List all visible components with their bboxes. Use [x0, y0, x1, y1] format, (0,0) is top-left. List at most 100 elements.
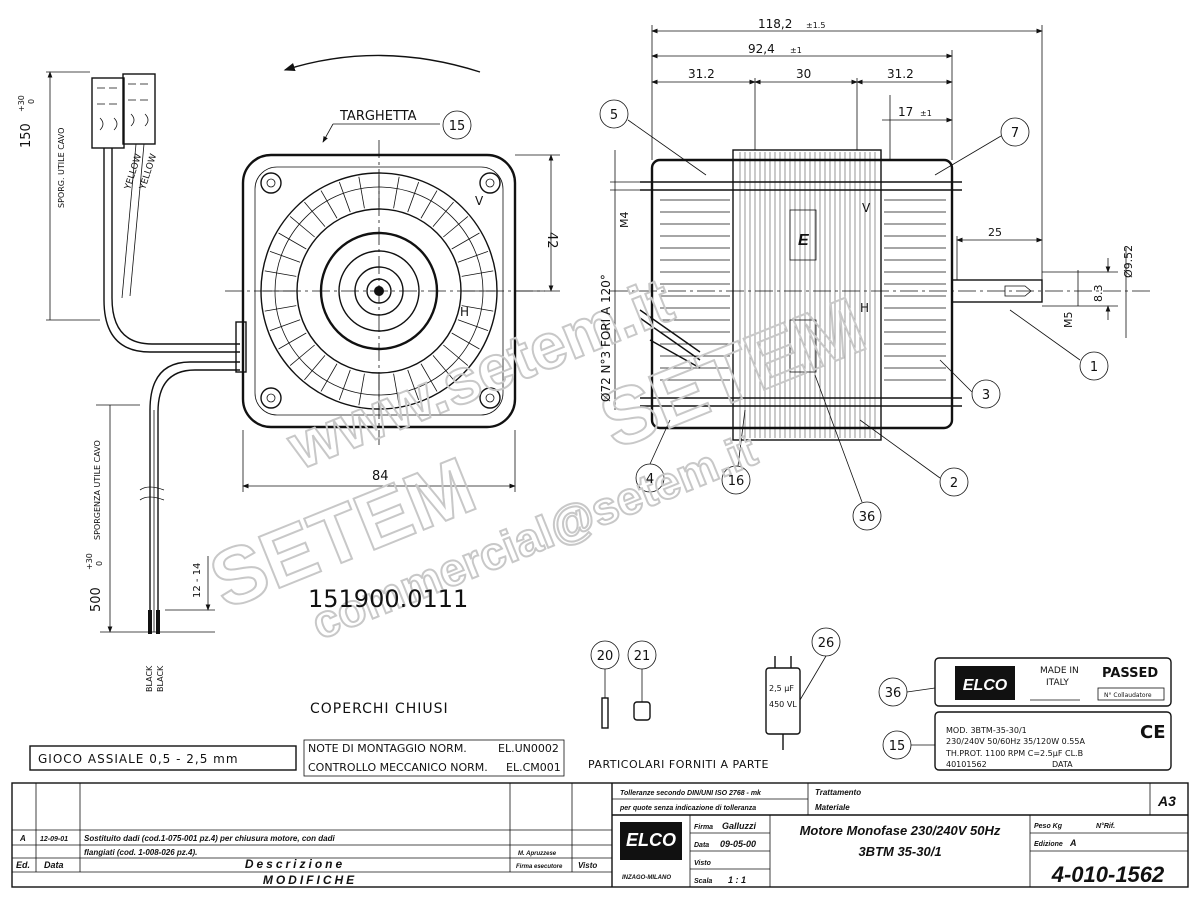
scala-label: Scala	[694, 878, 712, 885]
logo-sub: INZAGO-MILANO	[622, 875, 671, 881]
scala-value: 1 : 1	[728, 875, 746, 885]
front-height-dim: 42	[544, 232, 559, 249]
plate-line-4: 40101562	[946, 760, 987, 769]
title-line-1: Motore Monofase 230/240V 50Hz	[800, 823, 1001, 838]
dim-screw: M4	[618, 212, 631, 229]
callout-36: 36	[859, 510, 876, 525]
capacitor-vl: 450 VL	[769, 700, 797, 709]
svg-text:E: E	[798, 232, 810, 249]
rev-desc-1: Sostituito dadi (cod.1-075-001 pz.4) per…	[84, 834, 335, 843]
rev-desc-2: flangiati (cod. 1-008-026 pz.4).	[84, 848, 197, 857]
callout-3: 3	[982, 388, 990, 403]
rev-ed: A	[19, 834, 26, 843]
black-label-1: BLACK	[145, 665, 154, 692]
italy: ITALY	[1046, 678, 1069, 688]
note-box	[303, 739, 565, 777]
svg-text:V: V	[475, 194, 484, 208]
elco-logo-plate: ELCO	[963, 677, 1008, 694]
note-montaggio: NOTE DI MONTAGGIO NORM.	[308, 742, 467, 755]
callout-26: 26	[818, 636, 835, 651]
nrif-label: N°Rif.	[1096, 822, 1115, 830]
rev-firma: M. Apruzzese	[518, 851, 557, 857]
gioco-box	[29, 745, 297, 771]
plate-data: DATA	[1052, 760, 1073, 769]
connector-right	[122, 73, 156, 145]
strip-length: 12 - 14	[192, 563, 203, 598]
cable-tol-top-plus: +30	[17, 95, 26, 112]
hdr-firma: Firma esecutore	[516, 864, 563, 870]
tolleranze-2: per quote senza indicazione di tolleranz…	[619, 805, 756, 812]
callout-2: 2	[950, 476, 958, 491]
collaudatore: N° Collaudatore	[1104, 692, 1152, 699]
svg-text:H: H	[860, 301, 869, 315]
front-width-dim: 84	[372, 469, 389, 484]
cable-tol-top-zero: 0	[27, 99, 36, 104]
hdr-data: Data	[44, 860, 64, 870]
dim-top-right-tol: ±1	[920, 109, 932, 118]
dim-seg-left: 31.2	[688, 67, 715, 81]
controllo-meccanico: CONTROLLO MECCANICO NORM.	[308, 761, 488, 774]
format-a3: A3	[1157, 793, 1176, 809]
drawing-number: 4-010-1562	[1051, 862, 1165, 887]
controllo-val: EL.CM001	[506, 761, 561, 774]
sporgenza-label: SPORGENZA UTILE CAVO	[93, 440, 102, 540]
dim-thread: M5	[1062, 312, 1075, 329]
callouts	[442, 99, 1109, 760]
edizione-value: A	[1069, 838, 1077, 848]
cable-tol-bottom-zero: 0	[95, 561, 104, 566]
dim-shaft-83: 8.3	[1092, 285, 1105, 303]
dim-seg-right: 31.2	[887, 67, 914, 81]
edizione-label: Edizione	[1034, 841, 1063, 848]
plate-line-3: TH.PROT. 1100 RPM C=2.5µF CL.B	[945, 749, 1083, 758]
dim-holes: Ø72 N°3 FORI A 120°	[599, 274, 613, 402]
capacitor-uf: 2,5 µF	[769, 684, 794, 693]
callout-7: 7	[1011, 126, 1019, 141]
callout-16: 16	[728, 474, 745, 489]
particolari: PARTICOLARI FORNITI A PARTE	[588, 758, 769, 771]
cable-tol-bottom-plus: +30	[85, 553, 94, 570]
ce-mark: CE	[1140, 722, 1166, 743]
plate-line-2: 230/240V 50/60Hz 35/120W 0.55A	[946, 737, 1085, 746]
elco-logo-title: ELCO	[626, 830, 676, 850]
accessories	[601, 656, 801, 750]
black-label-2: BLACK	[156, 665, 165, 692]
title-line-2: 3BTM 35-30/1	[858, 844, 941, 859]
trattamento: Trattamento	[815, 788, 861, 797]
hdr-ed: Ed.	[16, 860, 30, 870]
note-montaggio-val: EL.UN0002	[498, 742, 559, 755]
made-in: MADE IN	[1040, 666, 1079, 676]
firma-label: Firma	[694, 824, 713, 831]
callout-1: 1	[1090, 360, 1098, 375]
callout-5: 5	[610, 108, 618, 123]
title-block-grid	[11, 782, 1189, 888]
firma-value: Galluzzi	[722, 821, 757, 831]
wire-assembly	[46, 71, 240, 634]
dim-body-tol: ±1	[790, 46, 802, 55]
connector-left	[91, 77, 125, 149]
callout-21: 21	[634, 649, 651, 664]
tolleranze: Tolleranze secondo DIN/UNI ISO 2768 - mk	[620, 790, 762, 797]
passed: PASSED	[1102, 666, 1158, 681]
data-value: 09-05-00	[720, 839, 756, 849]
dim-seg-mid: 30	[796, 67, 811, 81]
dim-top-right: 17	[898, 105, 913, 119]
callout-15: 15	[449, 119, 466, 134]
callout-15-plate: 15	[889, 739, 906, 754]
svg-text:H: H	[460, 305, 469, 319]
nameplate-graphic	[934, 657, 1172, 771]
svg-text:V: V	[862, 201, 871, 215]
callout-4: 4	[646, 472, 654, 487]
dim-body: 92,4	[748, 42, 775, 56]
motor-front-view: V H	[225, 54, 560, 492]
sporg-top-label: SPORG. UTILE CAVO	[57, 128, 66, 208]
gioco-assiale: GIOCO ASSIALE 0,5 - 2,5 mm	[38, 752, 239, 766]
hdr-desc: Descrizione	[245, 857, 345, 871]
modifiche: MODIFICHE	[263, 873, 357, 887]
peso-label: Peso Kg	[1034, 823, 1063, 830]
part-number: 151900.0111	[308, 585, 468, 613]
targhetta-label: TARGHETTA	[339, 109, 417, 124]
dim-shaft-dia: Ø9.52	[1122, 245, 1135, 278]
plate-line-1: MOD. 3BTM-35-30/1	[946, 726, 1027, 735]
